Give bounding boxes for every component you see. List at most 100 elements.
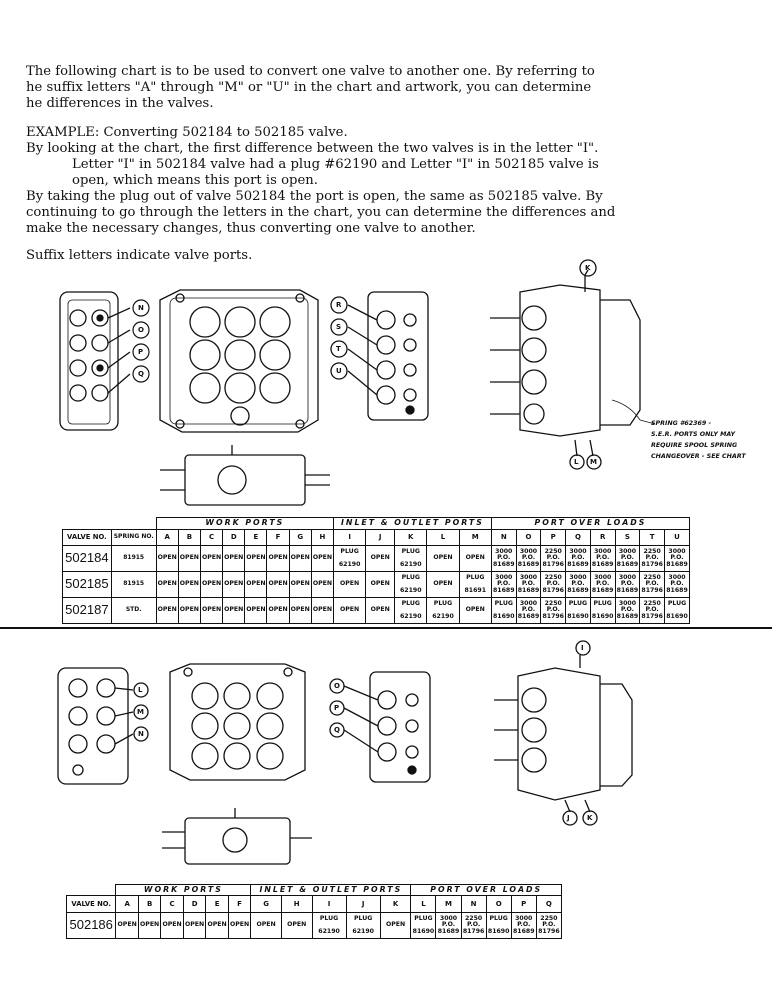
chart-cell: PLUG 81690 bbox=[664, 597, 690, 624]
chart-cell: PLUG 81690 bbox=[490, 597, 517, 624]
cell-line: 81689 bbox=[517, 612, 540, 620]
chart-spring-number: 81915 bbox=[110, 545, 157, 572]
cell-line: 3000 bbox=[519, 547, 538, 555]
cell-line: 81689 bbox=[492, 586, 515, 594]
chart-cell: PLUG 62190 bbox=[426, 597, 460, 624]
cell-line: 81690 bbox=[412, 927, 435, 935]
valve-front-view bbox=[159, 289, 319, 433]
cell-line: PLUG bbox=[433, 599, 453, 607]
cell-line: PLUG bbox=[414, 914, 433, 922]
cell-line: 3000 bbox=[495, 573, 513, 581]
chart-port-letter: K bbox=[394, 529, 428, 546]
chart-cell: PLUG 81690 bbox=[565, 597, 591, 624]
cell-line: 3000 bbox=[519, 573, 538, 581]
cell-line: P.O. bbox=[546, 606, 560, 614]
callout-label: P bbox=[138, 348, 144, 356]
cell-line: 81690 bbox=[567, 612, 589, 620]
cell-line: OPEN bbox=[370, 554, 390, 562]
cell-line: OPEN bbox=[433, 580, 453, 588]
cell-line: OPEN bbox=[207, 921, 227, 929]
cell-line: PLUG bbox=[401, 599, 420, 607]
cell-line: P.O. bbox=[521, 606, 536, 614]
chart-cell: PLUG 62190 bbox=[345, 912, 381, 939]
cell-line: 81689 bbox=[666, 560, 688, 568]
chart-port-letter: C bbox=[160, 895, 184, 913]
chart-cell: OPEN bbox=[288, 597, 312, 624]
chart-cell: OPEN bbox=[155, 597, 179, 624]
callout-label: L bbox=[574, 458, 579, 466]
chart-cell: OPEN bbox=[177, 597, 201, 624]
cell-line: OPEN bbox=[224, 580, 244, 588]
cell-line: OPEN bbox=[246, 554, 266, 562]
chart-cell: OPEN bbox=[426, 571, 460, 598]
cell-line: P.O. bbox=[466, 921, 481, 929]
cell-line: 3000 bbox=[569, 573, 587, 581]
cell-line: OPEN bbox=[201, 554, 222, 562]
cell-line: PLUG bbox=[340, 547, 359, 555]
chart-cell: OPEN bbox=[155, 571, 179, 598]
chart-cell: OPEN bbox=[288, 545, 312, 572]
cell-line: PLUG bbox=[319, 914, 339, 922]
cell-line: PLUG bbox=[401, 573, 420, 581]
valve-bottom-view bbox=[160, 445, 330, 506]
cell-line: 81689 bbox=[616, 586, 639, 594]
chart-port-letter: K bbox=[379, 895, 412, 913]
callout-label: M bbox=[590, 458, 597, 466]
cell-line: 2250 bbox=[540, 914, 558, 922]
spring-note-line: CHANGEOVER - SEE CHART bbox=[651, 453, 746, 460]
callout-label: S bbox=[336, 323, 342, 331]
example-paragraph: EXAMPLE: Converting 502184 to 502185 val… bbox=[26, 125, 726, 237]
chart-cell: OPEN bbox=[222, 571, 246, 598]
chart-cell: OPEN bbox=[379, 912, 412, 939]
cell-line: 3000 bbox=[618, 547, 637, 555]
chart-cell: OPEN bbox=[266, 545, 290, 572]
chart-cell: PLUG 62190 bbox=[394, 571, 428, 598]
chart-port-letter: J bbox=[365, 529, 396, 546]
spring-note-line: S.E.R. PORTS ONLY MAY bbox=[651, 431, 736, 438]
cell-line: 3000 bbox=[594, 547, 612, 555]
cell-line: OPEN bbox=[246, 580, 266, 588]
cell-line: 62190 bbox=[318, 927, 340, 935]
spring-note-line: REQUIRE SPOOL SPRING bbox=[651, 442, 738, 449]
chart-port-letter: R bbox=[589, 529, 616, 546]
cell-line: 62190 bbox=[432, 612, 454, 620]
cell-line: 3000 bbox=[668, 547, 686, 555]
cell-line: 81691 bbox=[464, 586, 487, 594]
cell-line: 3000 bbox=[519, 599, 538, 607]
cell-line: 81689 bbox=[591, 586, 614, 594]
callout-label: O bbox=[334, 682, 340, 690]
chart-group-header-inlet: INLET & OUTLET PORTS bbox=[333, 517, 492, 530]
cell-line: 3000 bbox=[618, 599, 637, 607]
cell-line: P.O. bbox=[542, 921, 556, 929]
chart-cell: OPEN bbox=[266, 597, 290, 624]
chart-group-header-port: PORT OVER LOADS bbox=[490, 517, 691, 530]
chart-cell: OPEN bbox=[222, 545, 246, 572]
chart-cell: OPEN bbox=[250, 912, 282, 939]
cell-line: P.O. bbox=[645, 554, 659, 562]
cell-line: P.O. bbox=[517, 921, 531, 929]
valve-end-view-left-2 bbox=[57, 667, 149, 785]
chart-cell: OPEN bbox=[310, 571, 335, 598]
chart-cell: OPEN bbox=[365, 545, 396, 572]
cell-line: OPEN bbox=[224, 554, 244, 562]
chart-cell: OPEN bbox=[365, 597, 396, 624]
chart-port-letter: T bbox=[639, 529, 666, 546]
chart-cell: OPEN bbox=[205, 912, 229, 939]
example-line: EXAMPLE: Converting 502184 to 502185 val… bbox=[26, 125, 348, 140]
cell-line: PLUG bbox=[593, 599, 612, 607]
cell-line: 2250 bbox=[643, 599, 661, 607]
cell-line: 2250 bbox=[544, 599, 562, 607]
cell-line: OPEN bbox=[117, 921, 137, 929]
chart-cell: OPEN bbox=[115, 912, 139, 939]
